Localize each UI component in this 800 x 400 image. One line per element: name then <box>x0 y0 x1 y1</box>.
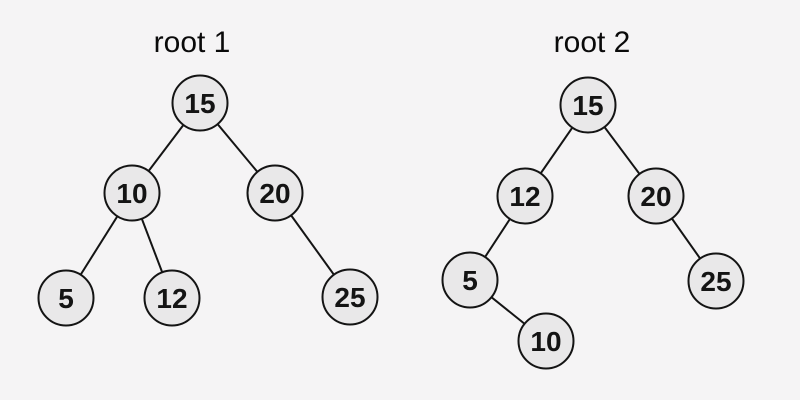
node-value: 5 <box>462 265 478 296</box>
node-value: 20 <box>640 181 671 212</box>
node-value: 5 <box>58 283 74 314</box>
node-circle <box>321 268 379 326</box>
tree-1-title: root 1 <box>154 26 231 59</box>
tree-2-node-20: 20 <box>627 167 685 225</box>
node-circle <box>441 251 499 309</box>
node-value: 10 <box>530 326 561 357</box>
node-circle <box>496 167 554 225</box>
node-circle <box>687 252 745 310</box>
node-circle <box>517 312 575 370</box>
tree-1-node-15: 15 <box>171 74 229 132</box>
tree-2-node-12: 12 <box>496 167 554 225</box>
node-circle <box>246 164 304 222</box>
node-circle <box>171 74 229 132</box>
tree-2-title: root 2 <box>554 26 631 59</box>
tree-2-node-15: 15 <box>559 76 617 134</box>
node-value: 25 <box>700 266 731 297</box>
node-value: 12 <box>156 283 187 314</box>
node-value: 25 <box>334 282 365 313</box>
tree-2-node-5: 5 <box>441 251 499 309</box>
tree-1-node-20: 20 <box>246 164 304 222</box>
node-circle <box>103 164 161 222</box>
node-circle <box>627 167 685 225</box>
node-value: 15 <box>184 88 215 119</box>
node-value: 12 <box>509 181 540 212</box>
tree-1-node-25: 25 <box>321 268 379 326</box>
tree-1-node-5: 5 <box>37 269 95 327</box>
node-value: 20 <box>259 178 290 209</box>
tree-2-node-25: 25 <box>687 252 745 310</box>
node-value: 10 <box>116 178 147 209</box>
node-value: 15 <box>572 90 603 121</box>
tree-2-node-10: 10 <box>517 312 575 370</box>
tree-1-node-12: 12 <box>143 269 201 327</box>
tree-1-node-10: 10 <box>103 164 161 222</box>
node-circle <box>143 269 201 327</box>
tree-2: root 2 15 12 20 5 10 25 <box>441 26 745 370</box>
tree-1: root 1 15 10 20 5 12 25 <box>37 26 379 327</box>
node-circle <box>37 269 95 327</box>
node-circle <box>559 76 617 134</box>
